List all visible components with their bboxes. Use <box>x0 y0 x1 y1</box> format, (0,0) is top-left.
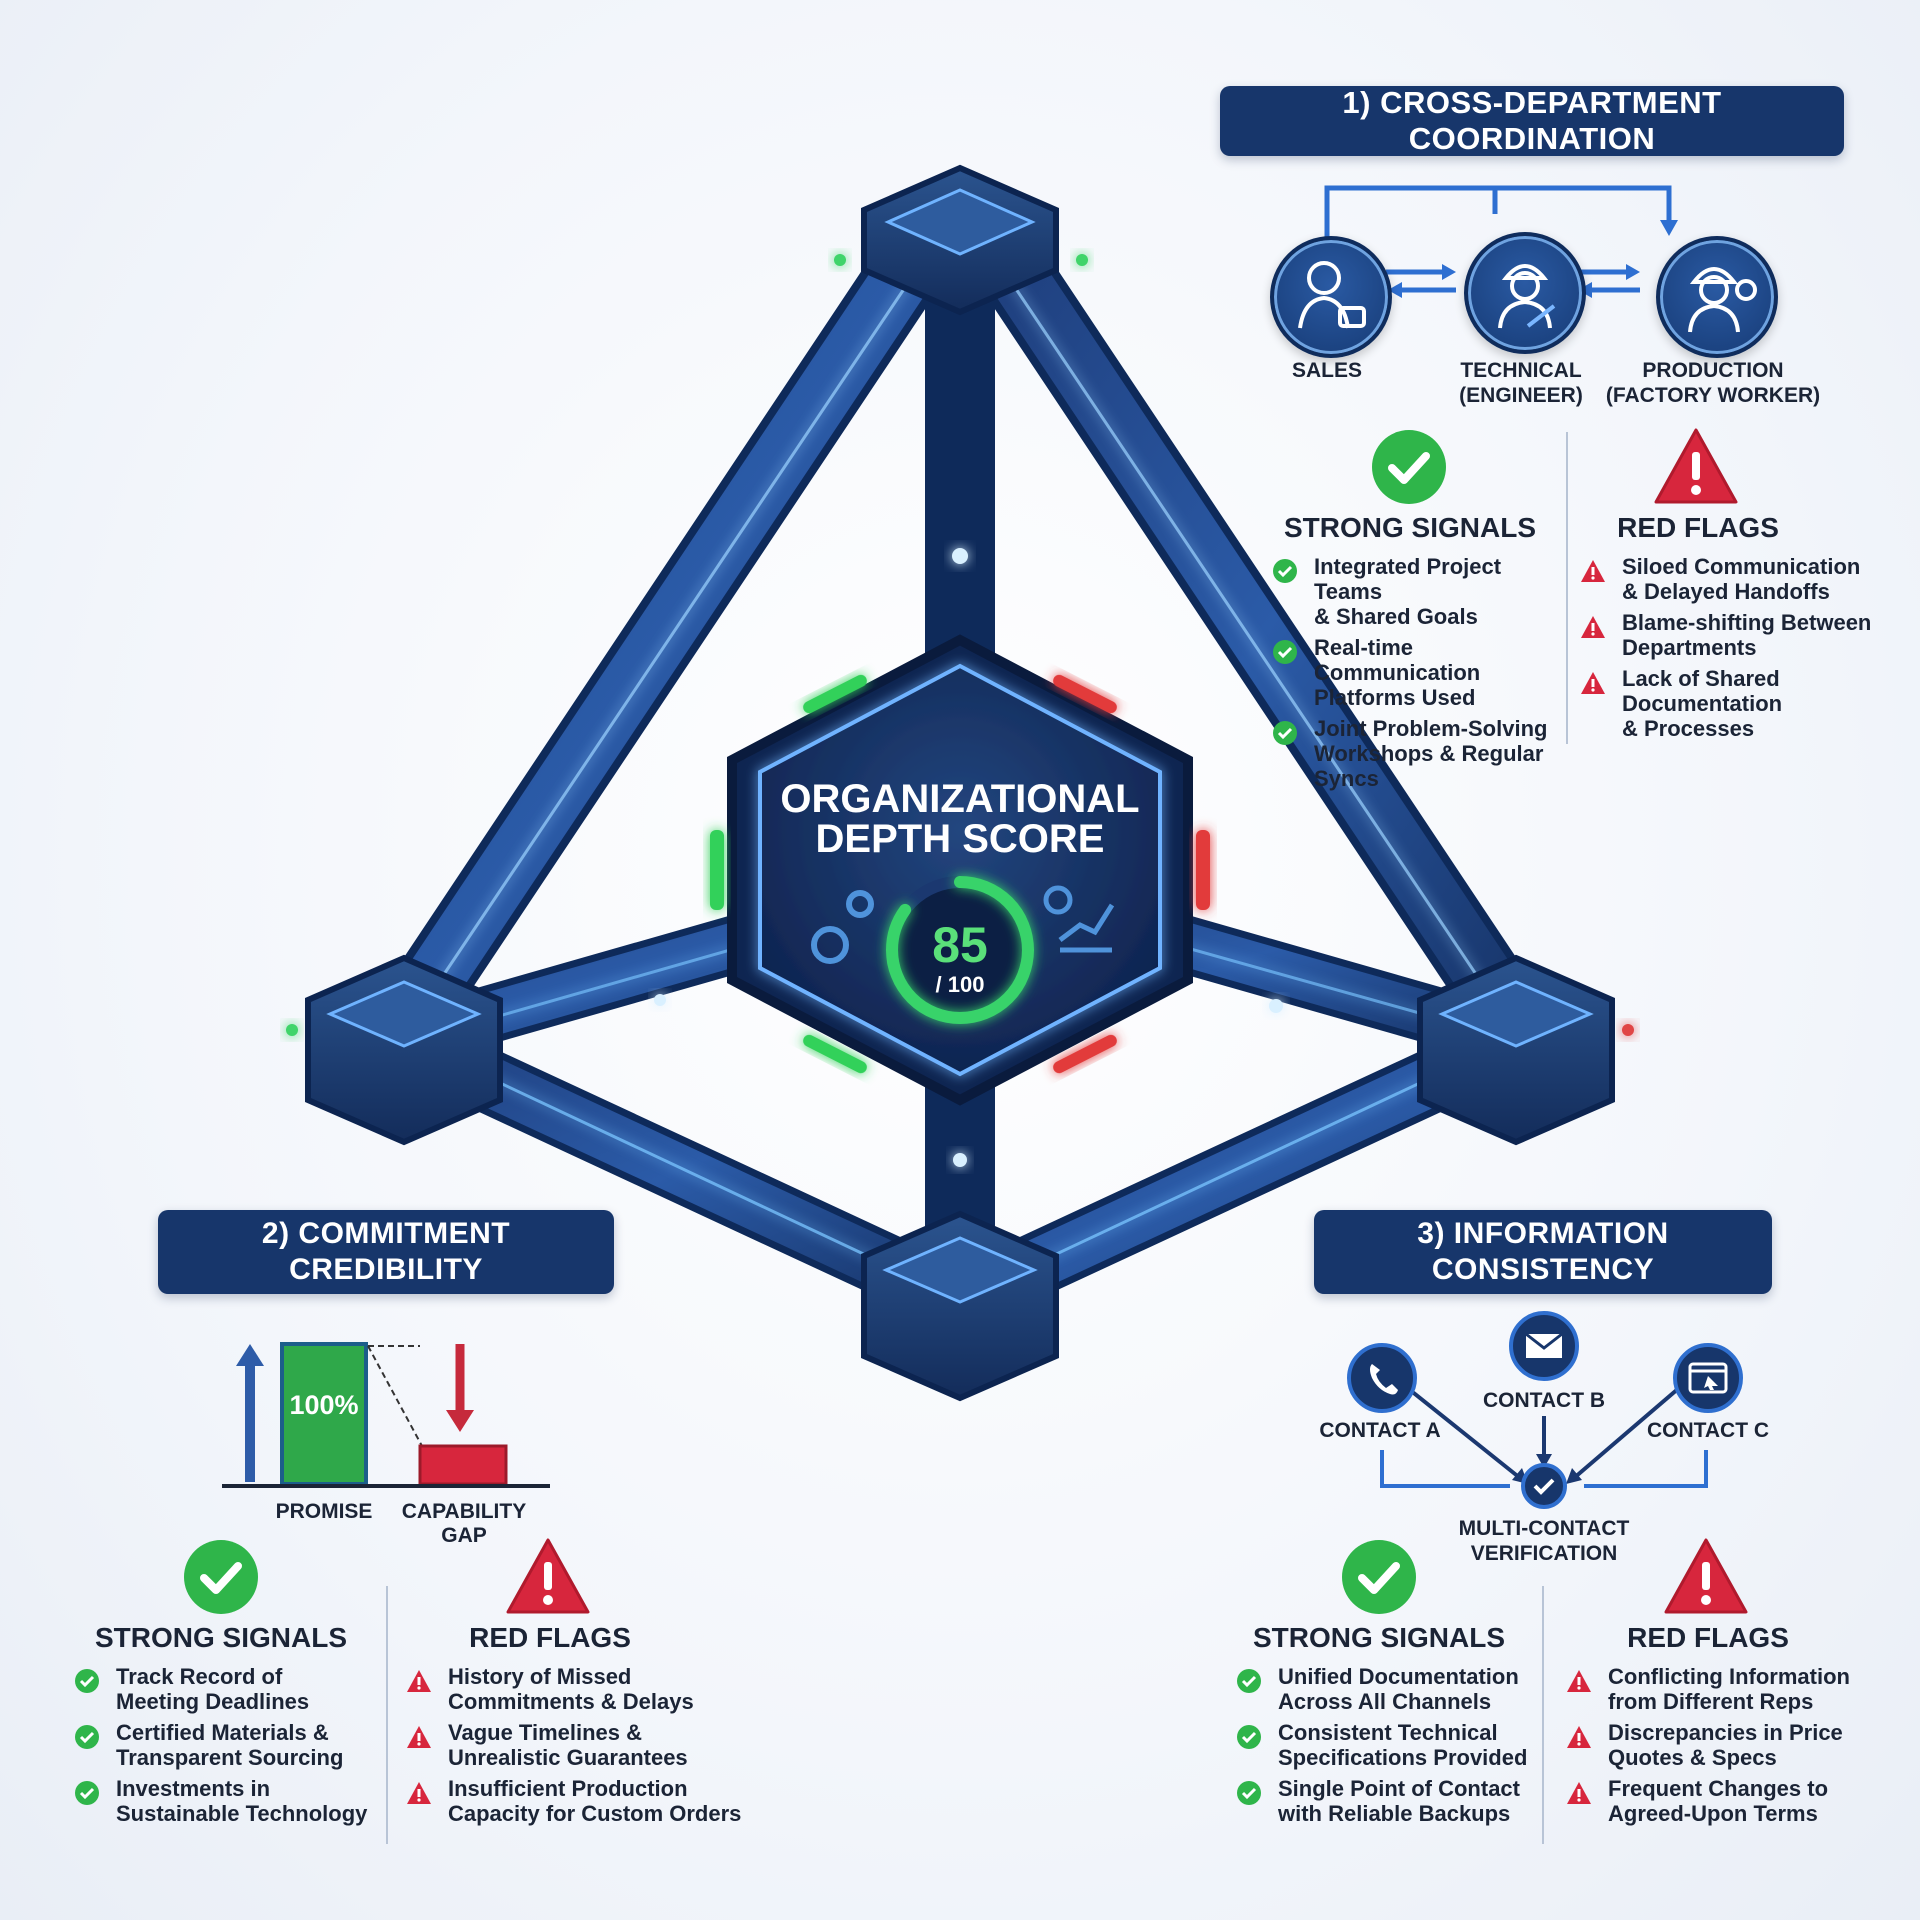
section1-strong-heading: STRONG SIGNALS <box>1283 512 1536 543</box>
contact-b-label: CONTACT B <box>1482 1389 1606 1412</box>
score-max: / 100 <box>936 972 985 997</box>
capability-bar <box>418 1444 508 1486</box>
section1-strong-list: Integrated Project Teams& Shared Goals R… <box>1272 554 1572 797</box>
check-icon <box>75 1725 99 1749</box>
section1-title: 1) CROSS-DEPARTMENT COORDINATION <box>1220 85 1844 156</box>
warning-icon <box>407 1782 431 1804</box>
section1-divider <box>1566 432 1568 744</box>
node-top <box>834 164 1088 316</box>
promise-bar <box>280 1342 368 1486</box>
warning-icon <box>1567 1726 1591 1748</box>
score-value: 85 <box>932 917 988 973</box>
check-icon <box>1237 1669 1261 1693</box>
score-gauge <box>886 876 1034 1024</box>
section3-strong-heading: STRONG SIGNALS <box>1252 1622 1505 1653</box>
warning-icon <box>1581 560 1605 582</box>
check-icon <box>1273 721 1297 745</box>
trend-chart-icon <box>1043 885 1115 953</box>
factory-worker-icon <box>1656 236 1778 358</box>
verification-flow-arrows <box>1380 1380 1708 1488</box>
check-icon <box>75 1669 99 1693</box>
warning-icon <box>1567 1782 1591 1804</box>
section1-red-heading: RED FLAGS <box>1617 512 1779 543</box>
section2-divider <box>386 1586 388 1844</box>
node-bottom <box>861 1210 1059 1402</box>
engineer-icon <box>1464 232 1586 354</box>
web-browser-icon <box>1673 1343 1743 1413</box>
warning-icon <box>1567 1670 1591 1692</box>
node-right <box>1417 954 1634 1146</box>
section2-strong-heading: STRONG SIGNALS <box>94 1622 347 1653</box>
center-title-line1: ORGANIZATIONAL <box>780 777 1139 821</box>
section3-red-heading: RED FLAGS <box>1627 1622 1789 1653</box>
check-circle-icon <box>184 1540 258 1614</box>
check-icon <box>1273 559 1297 583</box>
section1-red-list: Siloed Communication& Delayed Handoffs B… <box>1580 554 1890 747</box>
check-icon <box>1273 640 1297 664</box>
warning-icon <box>407 1670 431 1692</box>
contact-c-label: CONTACT C <box>1646 1419 1770 1442</box>
phone-icon <box>1347 1343 1417 1413</box>
coordination-flow-arrows <box>1324 185 1678 298</box>
promise-value: 100% <box>289 1390 358 1420</box>
warning-triangle-icon <box>1664 1538 1748 1614</box>
check-circle-icon <box>1372 430 1446 504</box>
center-title-line2: DEPTH SCORE <box>816 817 1105 861</box>
role-label-technical: TECHNICAL(ENGINEER) <box>1459 359 1583 407</box>
promise-label: PROMISE <box>275 1500 373 1523</box>
verified-check-icon <box>1521 1463 1567 1509</box>
role-label-production: PRODUCTION(FACTORY WORKER) <box>1605 359 1821 407</box>
section3-divider <box>1542 1586 1544 1844</box>
score-core <box>710 634 1210 1106</box>
salesperson-icon <box>1270 236 1392 358</box>
list-item: Siloed Communication& Delayed Handoffs <box>1580 554 1890 604</box>
list-item: Certified Materials &Transparent Sourcin… <box>74 1720 374 1770</box>
warning-icon <box>1581 672 1605 694</box>
role-label-sales: SALES <box>1291 359 1362 382</box>
gear-icon <box>811 890 874 964</box>
check-circle-icon <box>1342 1540 1416 1614</box>
list-item: Vague Timelines &Unrealistic Guarantees <box>406 1720 766 1770</box>
warning-triangle-icon <box>1654 428 1738 504</box>
list-item: Integrated Project Teams& Shared Goals <box>1272 554 1572 629</box>
check-icon <box>1237 1781 1261 1805</box>
section2-red-heading: RED FLAGS <box>469 1622 631 1653</box>
warning-triangle-icon <box>506 1538 590 1614</box>
check-icon <box>1237 1725 1261 1749</box>
envelope-icon <box>1509 1311 1579 1381</box>
warning-icon <box>407 1726 431 1748</box>
check-icon <box>75 1781 99 1805</box>
contact-a-label: CONTACT A <box>1319 1419 1441 1442</box>
warning-icon <box>1581 616 1605 638</box>
node-left <box>286 954 503 1146</box>
promise-gap-chart: 100% <box>222 1342 550 1488</box>
